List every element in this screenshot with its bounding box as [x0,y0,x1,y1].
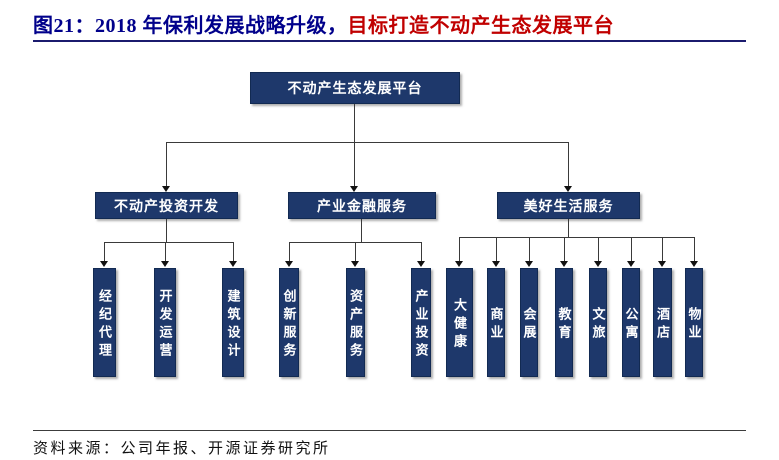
connector-line [289,242,290,261]
parent-box-investment: 不动产投资开发 [95,192,238,219]
connector-line [529,237,530,261]
title-emphasis: 目标打造不动产生态发展平台 [347,15,614,37]
arrow-down-icon [285,261,293,267]
connector-line [564,237,565,261]
arrow-down-icon [658,261,666,267]
arrow-down-icon [455,261,463,267]
arrow-down-icon [690,261,698,267]
source-text: 公司年报、开源证券研究所 [120,441,331,457]
page-title: 图21：2018 年保利发展战略升级，目标打造不动产生态发展平台 [33,9,753,38]
title-divider [33,40,746,42]
leaf-box: 教育 [555,268,573,377]
arrow-down-icon [161,261,169,267]
arrow-down-icon [525,261,533,267]
arrow-down-icon [492,261,500,267]
connector-line [233,242,234,261]
leaf-box: 建筑设计 [222,268,244,377]
arrow-down-icon [560,261,568,267]
leaf-box: 酒店 [653,268,672,377]
arrow-down-icon [162,186,170,192]
leaf-box: 商业 [487,268,505,377]
connector-line [361,219,362,242]
arrow-down-icon [417,261,425,267]
connector-line [459,237,695,238]
arrow-down-icon [564,186,572,192]
leaf-box: 会展 [520,268,538,377]
arrow-down-icon [229,261,237,267]
connector-line [166,142,569,143]
arrow-down-icon [627,261,635,267]
root-box: 不动产生态发展平台 [250,72,460,104]
arrow-down-icon [351,261,359,267]
connector-line [165,242,166,261]
title-main: 图21：2018 年保利发展战略升级， [33,15,348,37]
parent-box-life-service: 美好生活服务 [497,192,640,219]
connector-line [631,237,632,261]
leaf-box: 创新服务 [279,268,299,377]
source-label: 资料来源： [33,441,121,457]
leaf-box: 资产服务 [346,268,365,377]
connector-line [598,237,599,261]
connector-line [694,237,695,261]
connector-line [104,242,105,261]
footer-divider [33,430,746,431]
connector-line [662,237,663,261]
connector-line [459,237,460,261]
leaf-box: 物业 [685,268,703,377]
arrow-down-icon [594,261,602,267]
connector-line [166,219,167,242]
arrow-down-icon [100,261,108,267]
connector-line [568,142,569,186]
connector-line [104,242,234,243]
leaf-box: 经纪代理 [93,268,116,377]
leaf-box: 公寓 [622,268,640,377]
connector-line [355,242,356,261]
leaf-box: 开发运营 [154,268,176,377]
leaf-box: 文旅 [589,268,607,377]
connector-line [421,242,422,261]
connector-line [568,219,569,237]
leaf-box: 产业投资 [411,268,431,377]
connector-line [354,104,355,186]
leaf-box: 大健康 [446,268,473,377]
connector-line [496,237,497,261]
source-line: 资料来源：公司年报、开源证券研究所 [33,437,331,458]
connector-line [166,142,167,186]
arrow-down-icon [350,186,358,192]
parent-box-finance: 产业金融服务 [288,192,436,219]
